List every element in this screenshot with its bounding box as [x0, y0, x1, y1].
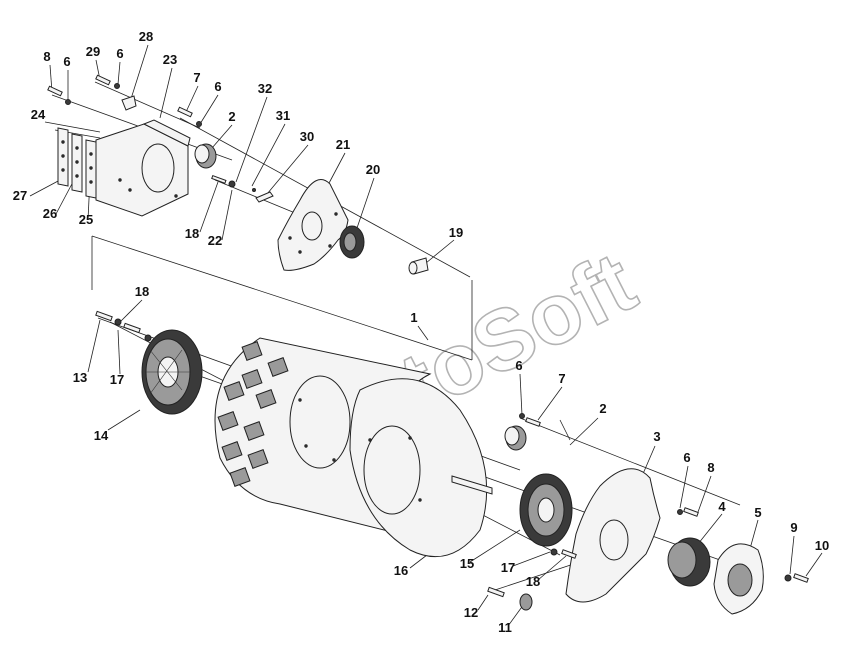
callout-c6d: 6: [515, 358, 522, 373]
bolt-18-upper: [211, 175, 227, 184]
hub-15: [519, 473, 573, 547]
upper-leader-lines: [29, 44, 455, 264]
washer-6-lower-a: [519, 413, 525, 419]
bracket-28: [121, 95, 137, 111]
clip-30: [255, 191, 274, 203]
callout-c3: 3: [653, 429, 660, 444]
callout-c18c: 18: [526, 574, 540, 589]
callout-c1: 1: [410, 310, 417, 325]
callout-c15: 15: [460, 556, 474, 571]
callout-c6e: 6: [683, 450, 690, 465]
callout-c18a: 18: [185, 226, 199, 241]
callout-c6a: 6: [63, 54, 70, 69]
callout-c2a: 2: [228, 109, 235, 124]
bolt-8-lower: [683, 507, 699, 517]
washer-17-right: [550, 548, 558, 556]
callout-c14: 14: [94, 428, 109, 443]
callout-c25: 25: [79, 212, 93, 227]
callout-c13: 13: [73, 370, 87, 385]
callout-c24: 24: [31, 107, 46, 122]
callout-c9: 9: [790, 520, 797, 535]
callout-c8a: 8: [43, 49, 50, 64]
bolt-13: [95, 310, 113, 322]
callout-c5: 5: [754, 505, 761, 520]
callout-c17a: 17: [110, 372, 124, 387]
bolt-8-upper: [47, 85, 63, 97]
drive-hub-14: [141, 329, 203, 415]
callout-c22: 22: [208, 233, 222, 248]
callout-c11: 11: [498, 620, 512, 635]
plate-21: [277, 179, 349, 271]
callout-c6c: 6: [214, 79, 221, 94]
washer-17-lower: [114, 318, 122, 326]
callout-c28: 28: [139, 29, 153, 44]
plates-25-26-27: [57, 127, 97, 199]
drum-pads: [217, 341, 289, 487]
bolt-12: [487, 586, 505, 598]
callout-c4: 4: [718, 499, 726, 514]
callout-c2b: 2: [599, 401, 606, 416]
cap-2-lower: [504, 425, 527, 451]
drum-shaft: [451, 475, 493, 495]
washer-9: [784, 574, 792, 582]
callout-c30: 30: [300, 129, 314, 144]
bolt-18-lower: [123, 322, 141, 334]
bolt-7-lower: [525, 417, 541, 427]
callout-c27: 27: [13, 188, 27, 203]
callout-c16: 16: [394, 563, 408, 578]
callout-c23: 23: [163, 52, 177, 67]
pin-32: [252, 188, 256, 192]
callout-c6b: 6: [116, 46, 123, 61]
washer-6-upper-a: [65, 99, 71, 105]
cap-2-upper: [194, 143, 217, 169]
callout-c17b: 17: [501, 560, 515, 575]
washer-6-upper-c: [196, 121, 202, 127]
callout-c7b: 7: [558, 371, 565, 386]
callout-c8b: 8: [707, 460, 714, 475]
callout-c10: 10: [815, 538, 829, 553]
nut-11: [519, 593, 533, 611]
housing-5: [713, 543, 764, 615]
callout-c21: 21: [336, 137, 350, 152]
callout-c12: 12: [464, 605, 478, 620]
callout-c18b: 18: [135, 284, 149, 299]
bolt-29: [95, 74, 111, 86]
callout-c19: 19: [449, 225, 463, 240]
callout-c26: 26: [43, 206, 57, 221]
bolt-10: [793, 573, 809, 583]
bolt-7-upper: [177, 106, 193, 118]
bolt-18-right: [561, 549, 577, 559]
washer-6-lower-b: [677, 509, 683, 515]
motor-4: [667, 537, 711, 587]
plate-3: [565, 468, 661, 603]
washer-22: [228, 180, 236, 188]
housing-23: [95, 119, 191, 217]
washer-17-lower-b: [144, 334, 152, 342]
callout-c29: 29: [86, 44, 100, 59]
washer-6-upper-b: [114, 83, 120, 89]
callout-c31: 31: [276, 108, 290, 123]
callout-c32: 32: [258, 81, 272, 96]
callout-c7a: 7: [193, 70, 200, 85]
hub-20: [339, 225, 365, 259]
shaft-19: [408, 257, 429, 275]
callout-c20: 20: [366, 162, 380, 177]
